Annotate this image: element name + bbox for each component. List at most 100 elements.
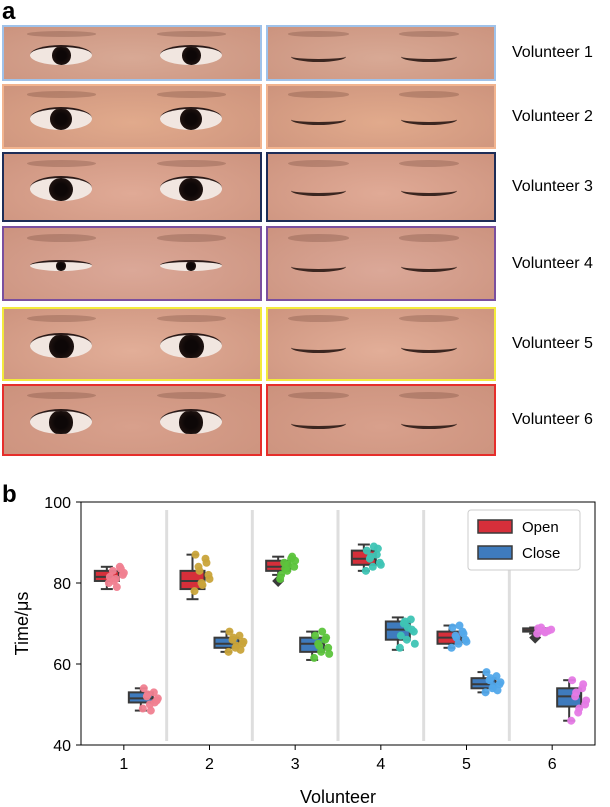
x-tick-label: 4	[376, 756, 385, 773]
eyebrow-shadow	[398, 31, 460, 38]
data-point	[481, 688, 490, 697]
iris	[48, 334, 74, 359]
eyes-open-photo	[2, 84, 262, 149]
open-eye	[160, 259, 223, 271]
data-point	[149, 688, 158, 697]
legend-swatch-close	[477, 545, 513, 560]
data-point	[325, 649, 334, 658]
iris	[178, 334, 204, 359]
data-point	[492, 672, 501, 681]
data-point	[315, 641, 324, 650]
legend-label-open: Open	[522, 519, 559, 536]
data-point	[198, 581, 207, 590]
eyes-open-photo	[2, 25, 262, 81]
eyes-closed-photo	[266, 25, 496, 81]
plot-frame	[80, 501, 596, 746]
open-eye	[160, 176, 223, 201]
data-point	[366, 552, 375, 561]
data-point	[455, 621, 464, 630]
data-point	[311, 631, 320, 640]
data-point	[290, 562, 299, 571]
volunteer-label: Volunteer 6	[512, 411, 593, 428]
data-point	[288, 552, 297, 561]
data-point	[109, 576, 118, 585]
data-point	[452, 633, 461, 642]
open-eye	[160, 44, 223, 65]
data-point	[373, 544, 382, 553]
data-point	[277, 570, 286, 579]
closed-eyelid	[291, 261, 347, 272]
eyebrow-shadow	[288, 314, 349, 323]
data-point	[112, 583, 121, 592]
eyebrow-shadow	[398, 159, 460, 167]
closed-eyelid	[291, 51, 347, 62]
eyebrow-shadow	[398, 234, 460, 242]
data-point	[454, 639, 463, 648]
data-point	[567, 716, 576, 725]
data-point	[396, 631, 405, 640]
data-point	[202, 558, 211, 567]
data-point	[146, 706, 155, 715]
open-eye	[160, 409, 223, 435]
open-eye	[30, 106, 93, 130]
data-point	[281, 564, 290, 573]
volunteer-label: Volunteer 3	[512, 178, 593, 195]
eyes-closed-photo	[266, 307, 496, 381]
eyes-closed-photo	[266, 384, 496, 456]
data-point	[139, 684, 148, 693]
x-tick-label: 5	[462, 756, 471, 773]
data-point	[447, 643, 456, 652]
y-tick-label: 40	[53, 738, 71, 755]
open-eye	[160, 332, 223, 359]
eyes-closed-photo	[266, 152, 496, 222]
data-point	[362, 546, 371, 555]
data-point	[406, 615, 415, 624]
iris	[49, 178, 73, 201]
y-axis-label: Time/μs	[12, 592, 32, 656]
y-tick-label: 60	[53, 657, 71, 674]
iris	[51, 46, 71, 65]
closed-eyelid	[401, 114, 457, 126]
closed-eyelid	[401, 418, 457, 429]
data-point	[372, 550, 381, 559]
data-point	[482, 668, 491, 677]
eyebrow-shadow	[288, 234, 349, 242]
eyebrow-shadow	[26, 391, 96, 399]
data-point	[205, 574, 214, 583]
x-tick-label: 1	[119, 756, 128, 773]
eyebrow-shadow	[398, 314, 460, 323]
data-point	[496, 678, 505, 687]
data-point	[582, 696, 591, 705]
data-point	[317, 647, 326, 656]
data-point	[324, 643, 333, 652]
panel-b-letter: b	[2, 481, 17, 508]
box-close	[127, 691, 154, 704]
open-eye	[30, 44, 93, 65]
eyebrow-shadow	[398, 391, 460, 399]
data-point	[239, 637, 248, 646]
data-point	[138, 704, 147, 713]
data-point	[191, 550, 200, 559]
data-point	[376, 560, 385, 569]
eyebrow-shadow	[156, 159, 226, 167]
data-point	[229, 633, 238, 642]
data-point	[236, 645, 245, 654]
iris	[181, 46, 201, 65]
volunteer-label: Volunteer 5	[512, 335, 593, 352]
legend-label-close: Close	[522, 545, 560, 562]
x-tick-label: 2	[205, 756, 214, 773]
iris	[186, 261, 196, 271]
data-point	[225, 627, 234, 636]
data-point	[195, 566, 204, 575]
data-point	[448, 623, 457, 632]
data-point	[407, 625, 416, 634]
iris	[179, 178, 203, 201]
data-point	[108, 566, 117, 575]
data-point	[579, 680, 588, 689]
data-point	[310, 653, 319, 662]
legend-swatch-open	[477, 519, 513, 534]
eyebrow-shadow	[156, 391, 226, 399]
data-point	[235, 631, 244, 640]
data-point	[486, 674, 495, 683]
open-eye	[160, 106, 223, 130]
